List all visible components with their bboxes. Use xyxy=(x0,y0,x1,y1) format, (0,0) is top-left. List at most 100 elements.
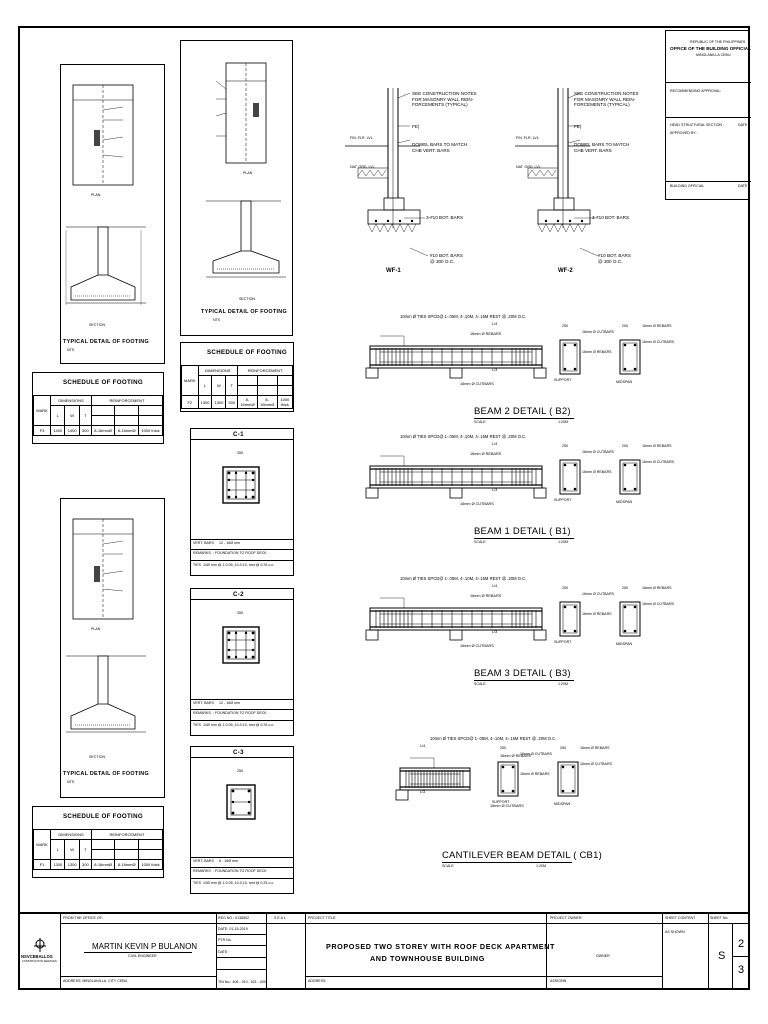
company-logo-icon xyxy=(34,938,46,952)
b3-cs-rebars-2: 16mm Ø REBARS xyxy=(642,586,672,590)
wf1-note: SEE CONSTRUCTION NOTES FOR MASONRY WALL … xyxy=(412,91,477,107)
column-c1: C-1 350 VERT. BARS 12 - 16Ø mm REMARKS :… xyxy=(190,428,294,576)
wf1-nat-grd: NAT. GRD. LVL. xyxy=(350,165,376,169)
cb1-title: CANTILEVER BEAM DETAIL ( CB1) xyxy=(442,850,602,861)
b2-scale-val: 1:20M xyxy=(558,420,568,424)
column-c2: C-2 350 VERT. BARS 12 - 16Ø mm REMARKS :… xyxy=(190,588,294,736)
b2-dim1: 250 xyxy=(562,324,568,328)
cb1-section-drawing xyxy=(497,761,579,797)
schedule-title-3: SCHEDULE OF FOOTING xyxy=(63,813,143,820)
building-official-label: BUILDING OFFICIAL xyxy=(670,184,705,188)
footing-scale-3: NTS xyxy=(67,780,75,784)
footing-plan-drawing xyxy=(65,84,146,305)
b3-ties-note: 10mm Ø TIES SPCD@ 1-.05M, 4-.10M, 4-.15M… xyxy=(400,576,527,581)
b2-ties-note: 10mm Ø TIES SPCD@ 1-.05M, 4-.10M, 4-.15M… xyxy=(400,314,527,319)
tin-no: TIN No.: 406 - 910 - 521 - 000 xyxy=(218,980,266,984)
wf1-bot-bars: 3-#10 BOT. BARS xyxy=(426,215,464,220)
cb1-cs-cutbars: 16mm Ø CUTBARS xyxy=(520,752,552,756)
from-office-label: FROM THE OFFICE OF: xyxy=(63,916,103,920)
cb1-rebars-top: 16mm Ø REBARS xyxy=(500,754,532,758)
project-address-label: ADDRESS: xyxy=(308,979,327,983)
footing-scale: NTS xyxy=(67,348,75,352)
b1-l3: L/3 xyxy=(492,488,498,492)
b1-scale: SCALE xyxy=(474,540,486,544)
b3-elevation-drawing xyxy=(365,597,547,641)
company-logo-sub: CONSTRUCTION SERVICES xyxy=(22,960,57,963)
b2-cs-cutbars-2: 16mm Ø CUTBARS xyxy=(642,340,674,344)
sheet-content-value: AS SHOWN xyxy=(665,930,685,934)
wf2-nat-grd: NAT. GRD. LVL. xyxy=(516,165,542,169)
column-section-drawing xyxy=(222,466,260,504)
b3-cutbars-bot: 16mm Ø CUTBARS xyxy=(460,644,494,648)
recommending-label: RECOMMENDING APPROVAL: xyxy=(670,89,722,93)
cb1-cs-rebars-2: 16mm Ø REBARS xyxy=(580,746,610,750)
b2-cutbars-bot: 16mm Ø CUTBARS xyxy=(460,382,494,386)
b2-dim2: 250 xyxy=(622,324,628,328)
b1-cs-rebars: 16mm Ø REBARS xyxy=(582,470,612,474)
footing-plan-drawing-2 xyxy=(206,62,286,278)
b1-midspan: MIDSPAN xyxy=(616,500,633,504)
b1-title: BEAM 1 DETAIL ( B1) xyxy=(474,526,571,537)
b2-elevation-drawing xyxy=(365,335,547,379)
footing-detail-title: TYPICAL DETAIL OF FOOTING xyxy=(63,339,149,345)
cb1-scale-val: 1:20M xyxy=(536,864,546,868)
b1-cs-rebars-2: 16mm Ø REBARS xyxy=(642,444,672,448)
sheet-content-label: SHEET CONTENT xyxy=(665,916,696,920)
wf2-bot-bars: 3-#10 BOT. BARS xyxy=(592,215,630,220)
wall-footing-wf2-drawing xyxy=(515,88,599,257)
sheet-no-label: SHEET No. xyxy=(710,916,729,920)
ptr-no: PTR No. xyxy=(218,938,232,942)
reg-no: REG NO.: 0138502 xyxy=(218,916,250,920)
footing-scale-2: NTS xyxy=(213,318,221,322)
assign-label: ASSIGNN xyxy=(550,979,567,983)
column-c3: C-3 250 VERT. BARS 8 - 16Ø mm REMARKS : … xyxy=(190,746,294,894)
b2-cs-cutbars: 16mm Ø CUTBARS xyxy=(582,330,614,334)
section-label-2: SECTION xyxy=(239,297,255,301)
schedule-title-2: SCHEDULE OF FOOTING xyxy=(207,349,287,356)
cb1-dim2: 250 xyxy=(560,746,566,750)
b2-l3: L/3 xyxy=(492,368,498,372)
cb1-l3: L/3 xyxy=(420,790,426,794)
footing-plan-drawing-3 xyxy=(66,518,146,733)
wf2-title: WF-2 xyxy=(558,268,573,274)
engineer-title: CIVIL ENGINEER xyxy=(128,954,157,958)
cb1-support: SUPPORT xyxy=(492,800,510,804)
b2-cs-rebars-2: 16mm Ø REBARS xyxy=(642,324,672,328)
b3-cs-cutbars: 16mm Ø CUTBARS xyxy=(582,592,614,596)
b1-elevation-drawing xyxy=(365,455,547,499)
sheet-number: 2 xyxy=(738,938,745,950)
cb1-midspan: MIDSPAN xyxy=(554,802,571,806)
seal-label: S E A L xyxy=(274,916,286,920)
plan-label: PLAN xyxy=(91,193,101,197)
col-reinf: REINFORCEMENT xyxy=(90,395,164,406)
footing-detail-f3: PLAN SECTION TYPICAL DETAIL OF FOOTING N… xyxy=(60,64,165,364)
wf2-note: SEE CONSTRUCTION NOTES FOR MASONRY WALL … xyxy=(574,91,639,107)
date-label-2: DATE xyxy=(738,184,748,188)
column-section-drawing-2 xyxy=(222,626,260,664)
b2-support: SUPPORT xyxy=(554,378,572,382)
cb1-elevation-drawing xyxy=(395,757,471,801)
reg-date: DATE: 01-15-2019 xyxy=(218,927,248,931)
plan-label-3: PLAN xyxy=(91,627,101,631)
col-dims: DIMENSIONS xyxy=(50,395,92,406)
cb1-cs-rebars: 16mm Ø REBARS xyxy=(520,772,550,776)
wf1-dowel: DOWEL BARS TO MATCH CHB VERT. BARS xyxy=(412,142,468,153)
b3-dim1: 250 xyxy=(562,586,568,590)
wf2-bot-bars-oc: #10 BOT. BARS @ 300 O.C. xyxy=(598,253,631,264)
b1-cutbars-bot: 16mm Ø CUTBARS xyxy=(460,502,494,506)
b3-cs-cutbars-2: 16mm Ø CUTBARS xyxy=(642,602,674,606)
b3-dim2: 250 xyxy=(622,586,628,590)
project-title-line1: PROPOSED TWO STOREY WITH ROOF DECK APART… xyxy=(326,942,555,951)
b1-dim1: 250 xyxy=(562,444,568,448)
cb1-cs-cutbars-2: 16mm Ø CUTBARS xyxy=(580,762,612,766)
b3-l3: L/3 xyxy=(492,630,498,634)
b1-cs-cutbars: 16mm Ø CUTBARS xyxy=(582,450,614,454)
b1-scale-val: 1:20M xyxy=(558,540,568,544)
